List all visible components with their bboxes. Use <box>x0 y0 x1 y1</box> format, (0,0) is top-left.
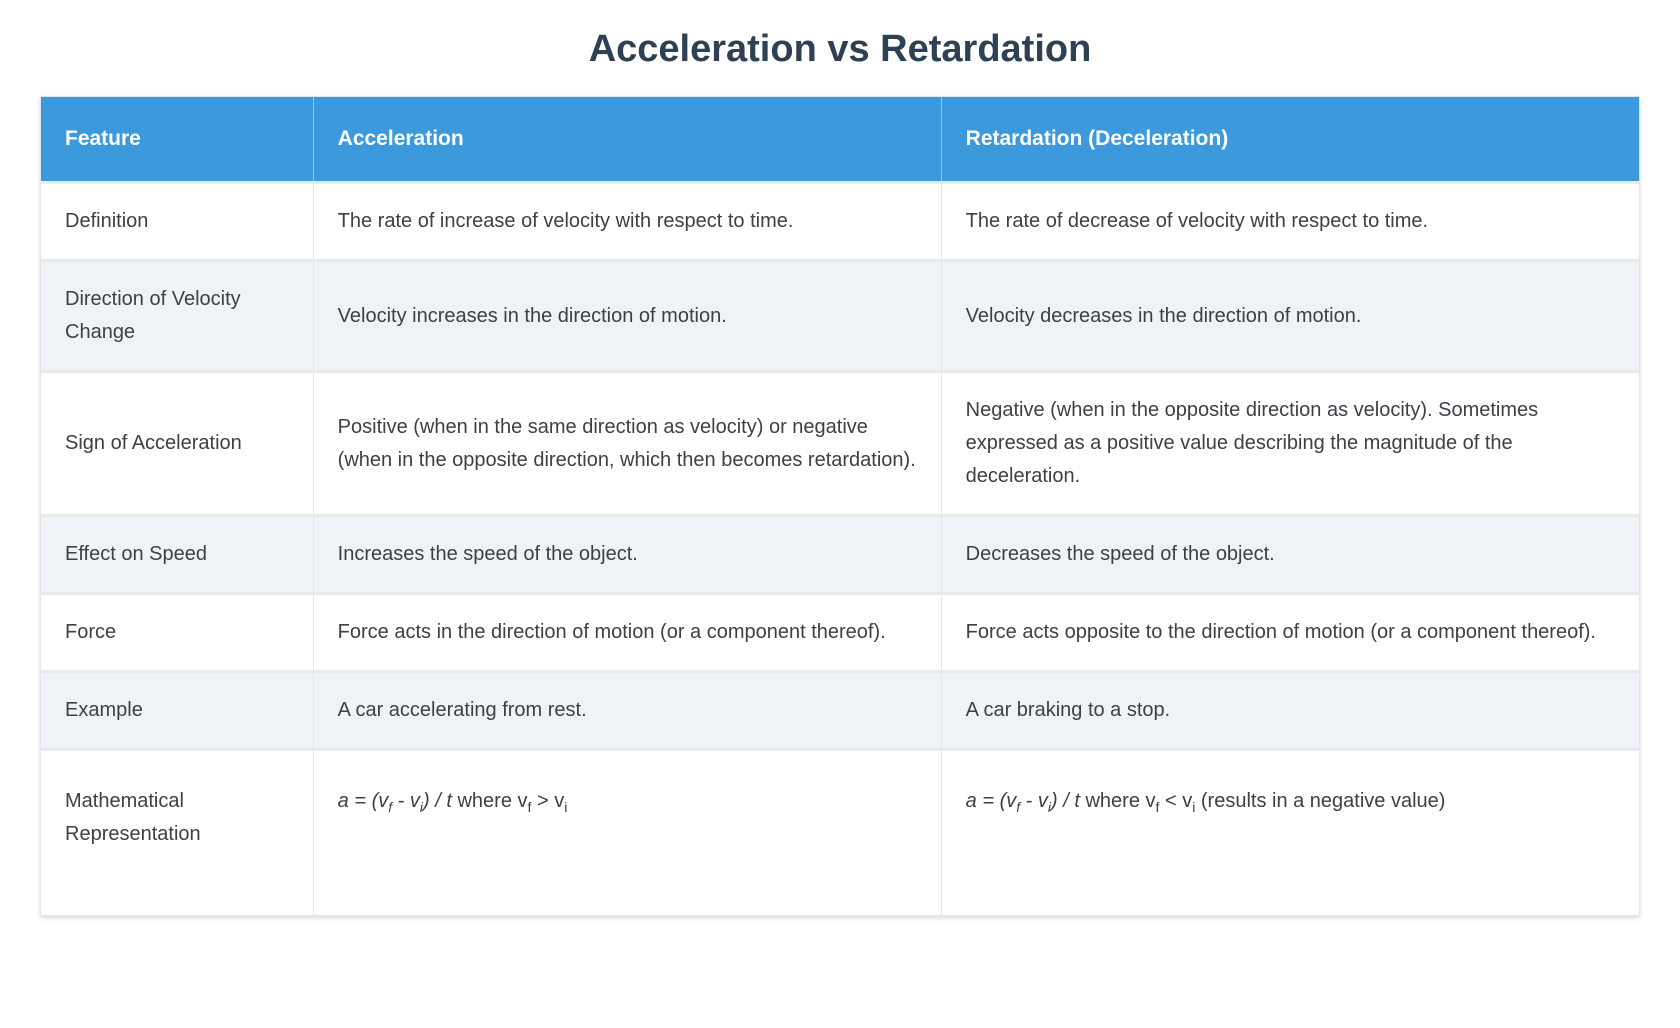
retardation-cell: Velocity decreases in the direction of m… <box>940 259 1639 370</box>
formula-subscript: f <box>1016 799 1021 815</box>
acceleration-cell: The rate of increase of velocity with re… <box>312 181 941 259</box>
formula-text-part: where v <box>1079 790 1156 812</box>
table-row-force: Force Force acts in the direction of mot… <box>41 592 1639 670</box>
acceleration-formula-cell: a = (vf - vi) / t where vf > vi <box>312 748 941 915</box>
formula-subscript: i <box>1192 799 1196 815</box>
formula-text-part: where v <box>451 790 528 812</box>
formula-italic-part: ) / t <box>423 790 452 812</box>
feature-cell: Effect on Speed <box>41 514 313 592</box>
formula-text-part: > v <box>531 790 565 812</box>
formula-italic-part: a = (v <box>337 790 389 812</box>
retardation-cell: Decreases the speed of the object. <box>940 514 1639 592</box>
formula-text-part: < v <box>1159 790 1193 812</box>
retardation-cell: Negative (when in the opposite direction… <box>940 370 1639 514</box>
retardation-formula-cell: a = (vf - vi) / t where vf < vi (results… <box>940 748 1639 915</box>
table-row-example: Example A car accelerating from rest. A … <box>41 670 1639 748</box>
page-title: Acceleration vs Retardation <box>588 28 1092 70</box>
acceleration-cell: Positive (when in the same direction as … <box>312 370 941 514</box>
formula-italic-part: - v <box>392 790 420 812</box>
formula-italic-part: - v <box>1020 790 1048 812</box>
formula-subscript: i <box>1047 799 1052 815</box>
acceleration-cell: Force acts in the direction of motion (o… <box>312 592 941 670</box>
formula-subscript: i <box>564 799 568 815</box>
column-header-acceleration: Acceleration <box>312 97 941 181</box>
table-row-effect-on-speed: Effect on Speed Increases the speed of t… <box>41 514 1639 592</box>
comparison-table: Feature Acceleration Retardation (Decele… <box>40 96 1640 916</box>
feature-cell: Force <box>41 592 313 670</box>
feature-cell: Sign of Acceleration <box>41 370 313 514</box>
table-row-direction-of-velocity-change: Direction of Velocity Change Velocity in… <box>41 259 1639 370</box>
formula-subscript: f <box>1155 799 1160 815</box>
formula-text-part: (results in a negative value) <box>1195 790 1446 812</box>
formula-subscript: f <box>388 799 393 815</box>
acceleration-cell: A car accelerating from rest. <box>312 670 941 748</box>
column-header-feature: Feature <box>41 97 313 181</box>
table-header-row: Feature Acceleration Retardation (Decele… <box>41 97 1639 181</box>
acceleration-cell: Increases the speed of the object. <box>312 514 941 592</box>
acceleration-cell: Velocity increases in the direction of m… <box>312 259 941 370</box>
column-header-retardation: Retardation (Deceleration) <box>940 97 1639 181</box>
table-row-sign-of-acceleration: Sign of Acceleration Positive (when in t… <box>41 370 1639 514</box>
retardation-cell: The rate of decrease of velocity with re… <box>940 181 1639 259</box>
formula-italic-part: ) / t <box>1051 790 1080 812</box>
feature-cell: Mathematical Representation <box>41 748 313 915</box>
retardation-cell: A car braking to a stop. <box>940 670 1639 748</box>
table-row-definition: Definition The rate of increase of veloc… <box>41 181 1639 259</box>
feature-cell: Direction of Velocity Change <box>41 259 313 370</box>
table-row-mathematical-representation: Mathematical Representation a = (vf - vi… <box>41 748 1639 915</box>
feature-cell: Example <box>41 670 313 748</box>
formula-subscript: i <box>419 799 424 815</box>
formula-italic-part: a = (v <box>965 790 1017 812</box>
feature-cell: Definition <box>41 181 313 259</box>
retardation-cell: Force acts opposite to the direction of … <box>940 592 1639 670</box>
formula-subscript: f <box>527 799 532 815</box>
page: Acceleration vs Retardation Feature Acce… <box>0 26 1680 916</box>
